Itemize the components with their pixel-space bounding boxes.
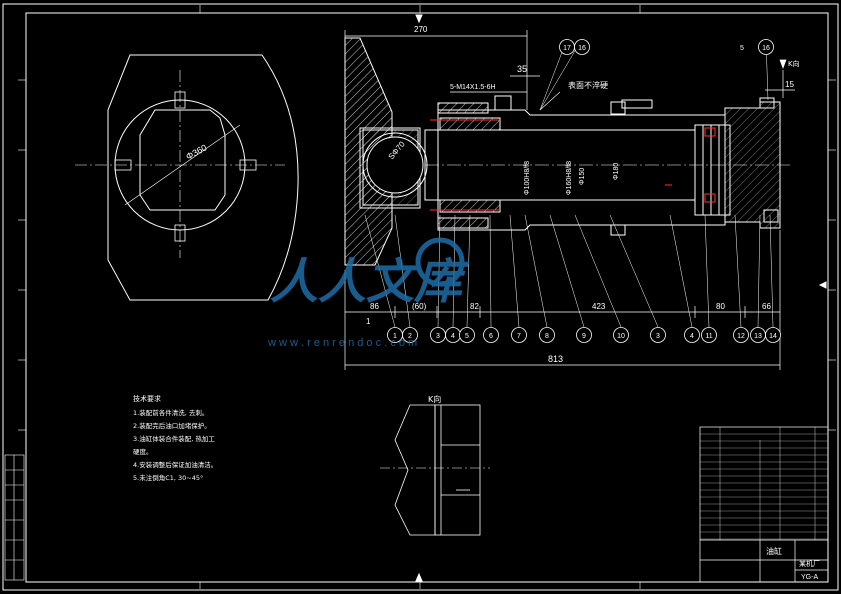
dim-80: 80 xyxy=(716,302,725,311)
part-balloon: 3 xyxy=(609,214,666,343)
notes-item: 2.装配完后油口加堵保护。 xyxy=(133,421,211,430)
watermark-text: 人人文库 xyxy=(270,254,470,310)
callout-note: 表面不淬硬 xyxy=(568,80,608,90)
dim-overall-top: 270 xyxy=(414,25,428,34)
part-balloon-number: 16 xyxy=(762,45,770,52)
dimension-lines xyxy=(344,30,795,370)
main-section-view: SΦ70 Φ100H8/f8 Φ160H8/f8 Φ150 Φ180 xyxy=(344,37,790,266)
watermark-url: w w w . r e n r e n d o c . c o m xyxy=(267,337,417,349)
part-balloon: 9 xyxy=(549,214,592,343)
part-balloon: 14 xyxy=(765,214,781,343)
part-balloon: 10 xyxy=(574,214,629,343)
part-balloon: 1 xyxy=(364,214,403,343)
k-view xyxy=(380,404,490,536)
part-balloon-number: 11 xyxy=(705,333,712,340)
part-balloon-number: 6 xyxy=(489,333,493,340)
notes-item: 4.安装调整后保证加油清洁。 xyxy=(133,460,217,469)
part-balloon: 16 xyxy=(758,38,774,101)
notes-title: 技术要求 xyxy=(133,394,161,403)
part-balloon: 7 xyxy=(509,214,527,343)
part-balloon: 5 xyxy=(459,214,475,343)
part-balloon-number: 2 xyxy=(408,333,412,340)
part-balloon-number: 13 xyxy=(754,333,762,340)
drawing-frame xyxy=(2,3,839,591)
notes-item: 硬度。 xyxy=(133,447,153,456)
part-balloon-number: 1 xyxy=(393,333,397,340)
part-balloon: 6 xyxy=(483,214,499,343)
label-1: 1 xyxy=(366,317,371,326)
part-balloon: 12 xyxy=(733,214,749,343)
part-balloon-number: 12 xyxy=(737,333,745,340)
dim-15: 15 xyxy=(785,80,794,89)
bore-diameter-label: Φ100H8/f8 xyxy=(524,161,531,195)
part-balloon-number: 16 xyxy=(578,45,586,52)
view-k-arrow-label: K向 xyxy=(788,59,800,68)
part-balloon-number: 7 xyxy=(517,333,521,340)
part-balloon: 8 xyxy=(524,214,555,343)
title-block-name: 油缸 xyxy=(766,546,782,556)
notes-item: 5.未注倒角C1, 30~45° xyxy=(133,473,203,482)
part-balloon-number: 17 xyxy=(563,45,571,52)
part-balloon: 2 xyxy=(394,214,418,343)
part-balloon: 17 xyxy=(539,38,575,111)
title-block-company: 某机厂 xyxy=(799,559,820,568)
mid-diameter-label: Φ150 xyxy=(579,168,586,185)
part-balloon: 11 xyxy=(701,214,717,343)
part-balloon-number: 4 xyxy=(451,333,455,340)
dim-423: 423 xyxy=(592,302,606,311)
part-balloon-number: 4 xyxy=(690,333,694,340)
part-balloon-number: 3 xyxy=(656,333,660,340)
notes-item: 3.油缸体装合件装配, 热加工 xyxy=(133,434,215,443)
part-balloon-number: 3 xyxy=(436,333,440,340)
dim-60-paren: (60) xyxy=(412,302,427,311)
part-balloon-number: 5 xyxy=(465,333,469,340)
title-block-drawing-no: YG-A xyxy=(801,574,818,581)
part-balloon: 3 xyxy=(430,214,446,343)
label-5: 5 xyxy=(740,45,744,52)
title-block-rows xyxy=(700,433,828,540)
dim-82: 82 xyxy=(470,302,479,311)
watermark: 人人文库 w w w . r e n r e n d o c . c o m xyxy=(267,237,470,349)
part-balloon: 4 xyxy=(445,214,461,343)
part-balloon-number: 10 xyxy=(617,333,625,340)
left-edge-table xyxy=(4,454,25,581)
dim-overall-bottom: 813 xyxy=(548,354,563,364)
title-block xyxy=(699,426,829,583)
notes-item: 1.装配前各件清洗, 去刺。 xyxy=(133,408,208,417)
outer-diameter-label: Φ160H8/f8 xyxy=(566,161,573,195)
dim-thread: 5-M14X1.5-6H xyxy=(450,84,496,91)
dim-86: 86 xyxy=(370,302,379,311)
part-balloon: 13 xyxy=(750,214,766,343)
part-balloon-number: 9 xyxy=(582,333,586,340)
part-balloon: 16 xyxy=(539,38,590,111)
part-balloon-number: 8 xyxy=(545,333,549,340)
dim-66: 66 xyxy=(762,302,771,311)
piston-diameter-label: Φ180 xyxy=(613,163,620,180)
technical-notes: 技术要求 1.装配前各件清洗, 去刺。 2.装配完后油口加堵保护。 3.油缸体装… xyxy=(133,394,217,482)
dim-35: 35 xyxy=(517,64,527,74)
k-view-label: K向 xyxy=(428,394,441,404)
part-balloon: 4 xyxy=(669,214,700,343)
part-balloon-number: 14 xyxy=(769,333,777,340)
